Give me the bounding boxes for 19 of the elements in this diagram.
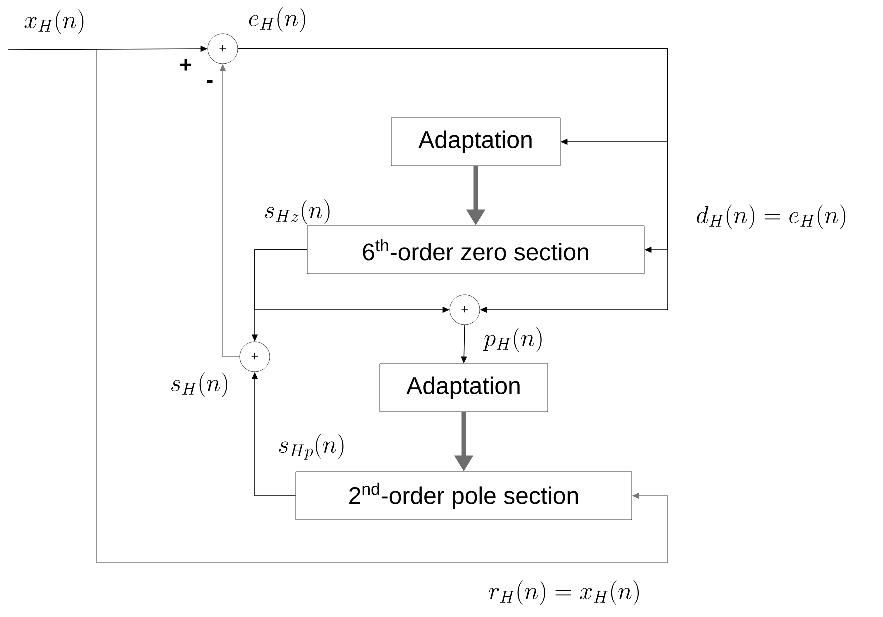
process-box: 6$^{th}$-order zero section: [307, 226, 645, 274]
summing-junction: +: [240, 342, 270, 372]
signal-label: $s_{H}(n)$: [172, 372, 228, 398]
sign-label: -: [207, 80, 213, 84]
sign-label: +: [180, 60, 192, 71]
process-box: Adaptation: [391, 118, 561, 166]
signal-label: $r_{H}(n) = x_{H}(n)$: [489, 580, 640, 606]
signal-label: $e_{H}(n)$: [249, 8, 306, 32]
arrow: [238, 48, 668, 314]
summing-junction: +: [208, 34, 238, 64]
signal-label: $p_{H}(n)$: [483, 328, 542, 352]
arrow: [96, 50, 668, 564]
signal-label: $d_{H}(n) = e_{H}(n)$: [697, 204, 846, 230]
signal-label: $s_{Hz}(n)$: [265, 200, 330, 224]
signal-label: $x_{H}(n)$: [24, 10, 84, 34]
process-box: 2$^{nd}$-order pole section: [296, 472, 632, 520]
summing-junction: +: [450, 294, 480, 326]
process-box: Adaptation: [380, 364, 548, 412]
signal-label: $s_{Hp}(n)$: [279, 434, 344, 460]
